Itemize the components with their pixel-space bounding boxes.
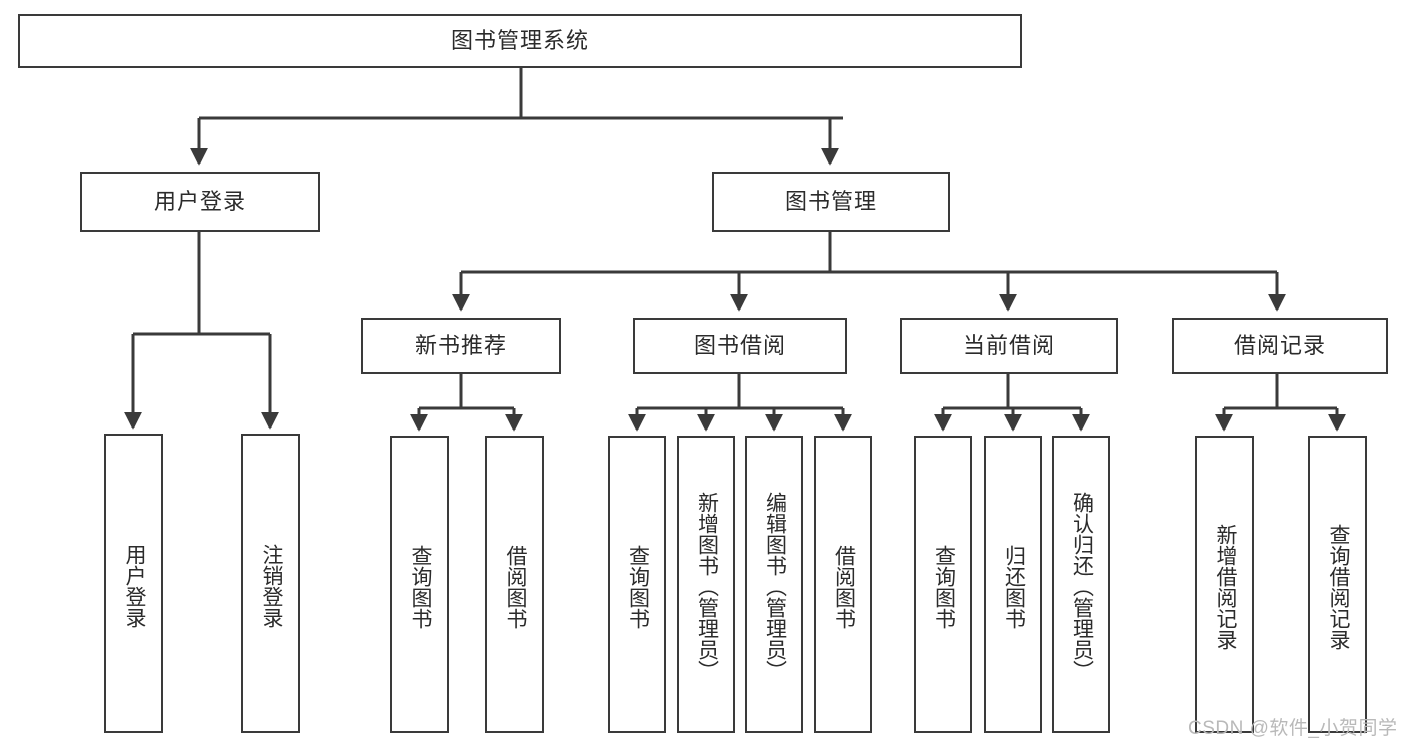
leaf-book-borrow-1[interactable]: 查询图书 (608, 436, 666, 733)
node-book-management-label: 图书管理 (784, 188, 877, 214)
node-borrow-records-label: 借阅记录 (1233, 332, 1326, 358)
leaf-user-login-1-label: 用户登录 (122, 543, 146, 628)
leaf-borrow-records-2-label: 查询借阅记录 (1326, 523, 1350, 650)
leaf-book-borrow-2[interactable]: 新增图书（管理员） (677, 436, 735, 733)
leaf-book-borrow-4[interactable]: 借阅图书 (814, 436, 872, 733)
node-root[interactable]: 图书管理系统 (18, 14, 1022, 68)
node-current-borrow-label: 当前借阅 (962, 332, 1055, 358)
leaf-book-borrow-4-label: 借阅图书 (832, 544, 856, 629)
csdn-watermark: CSDN @软件_小贺同学 (1188, 718, 1398, 739)
leaf-borrow-records-1[interactable]: 新增借阅记录 (1195, 436, 1254, 733)
node-book-management[interactable]: 图书管理 (712, 172, 950, 232)
node-new-book-recommend-label: 新书推荐 (414, 332, 507, 358)
leaf-new-book-1[interactable]: 查询图书 (390, 436, 449, 733)
leaf-user-login-2-label: 注销登录 (259, 543, 283, 628)
leaf-book-borrow-3[interactable]: 编辑图书（管理员） (745, 436, 803, 733)
leaf-book-borrow-3-label: 编辑图书（管理员） (763, 492, 787, 681)
node-user-login-label: 用户登录 (153, 188, 246, 214)
leaf-current-borrow-3-label: 确认归还（管理员） (1070, 492, 1094, 681)
node-new-book-recommend[interactable]: 新书推荐 (361, 318, 561, 374)
node-borrow-records[interactable]: 借阅记录 (1172, 318, 1388, 374)
leaf-current-borrow-3[interactable]: 确认归还（管理员） (1052, 436, 1110, 733)
leaf-new-book-1-label: 查询图书 (408, 544, 432, 629)
leaf-current-borrow-1-label: 查询图书 (932, 544, 956, 629)
leaf-user-login-1[interactable]: 用户登录 (104, 434, 163, 733)
leaf-borrow-records-1-label: 新增借阅记录 (1213, 523, 1237, 650)
node-root-label: 图书管理系统 (450, 27, 589, 53)
leaf-user-login-2[interactable]: 注销登录 (241, 434, 300, 733)
node-user-login[interactable]: 用户登录 (80, 172, 320, 232)
leaf-current-borrow-1[interactable]: 查询图书 (914, 436, 972, 733)
leaf-current-borrow-2[interactable]: 归还图书 (984, 436, 1042, 733)
leaf-current-borrow-2-label: 归还图书 (1002, 544, 1026, 629)
node-book-borrow[interactable]: 图书借阅 (633, 318, 847, 374)
leaf-borrow-records-2[interactable]: 查询借阅记录 (1308, 436, 1367, 733)
leaf-book-borrow-1-label: 查询图书 (626, 544, 650, 629)
leaf-new-book-2[interactable]: 借阅图书 (485, 436, 544, 733)
node-book-borrow-label: 图书借阅 (693, 332, 786, 358)
leaf-new-book-2-label: 借阅图书 (503, 544, 527, 629)
leaf-book-borrow-2-label: 新增图书（管理员） (695, 492, 719, 681)
node-current-borrow[interactable]: 当前借阅 (900, 318, 1118, 374)
